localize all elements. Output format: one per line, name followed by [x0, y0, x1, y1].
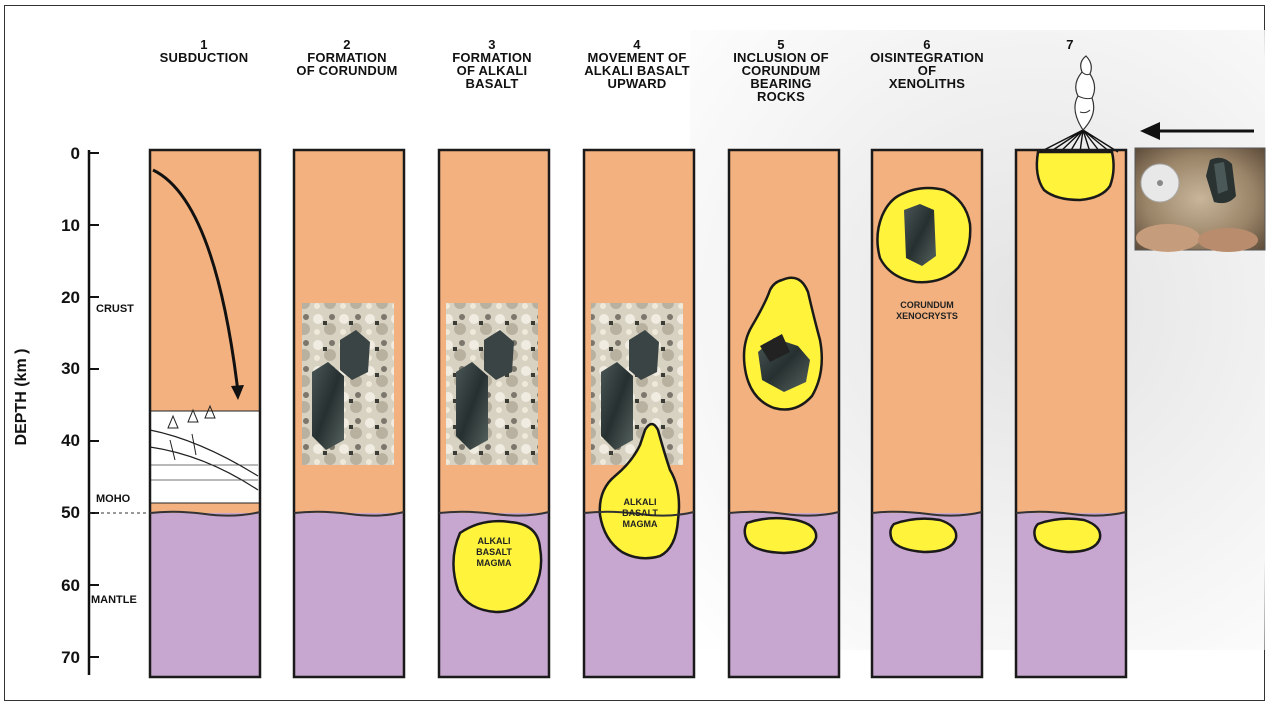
column-1: [150, 150, 260, 677]
column-6: [872, 150, 982, 677]
column-7: [1016, 56, 1126, 677]
subduction-sketch: [150, 411, 260, 503]
column-2: [294, 150, 404, 677]
magma-label-column-3: ALKALI BASALT MAGMA: [459, 536, 529, 569]
depth-axis: [89, 150, 150, 675]
corundum-crystal: [601, 362, 633, 450]
magma-pocket: [890, 519, 956, 552]
volcanic-eruption-icon: [1040, 56, 1118, 152]
crust-layer: [1016, 150, 1126, 513]
mantle-layer: [294, 513, 404, 677]
magma-pocket: [1034, 519, 1100, 552]
column-5: [729, 150, 839, 677]
xenocrysts-label: CORUNDUM XENOCRYSTS: [872, 300, 982, 322]
arrow-left-icon: [1140, 122, 1254, 140]
mantle-layer: [150, 513, 260, 677]
surface-magma: [1037, 152, 1114, 200]
corundum-xenocryst: [904, 204, 936, 266]
corundum-crystal: [456, 362, 488, 450]
magma-pocket: [745, 518, 816, 553]
corundum-crystal: [312, 362, 344, 450]
magma-label-column-4: ALKALI BASALT MAGMA: [605, 497, 675, 530]
column-3: [439, 150, 549, 677]
sapphire-photo: [1135, 148, 1265, 252]
column-4: [584, 150, 694, 677]
